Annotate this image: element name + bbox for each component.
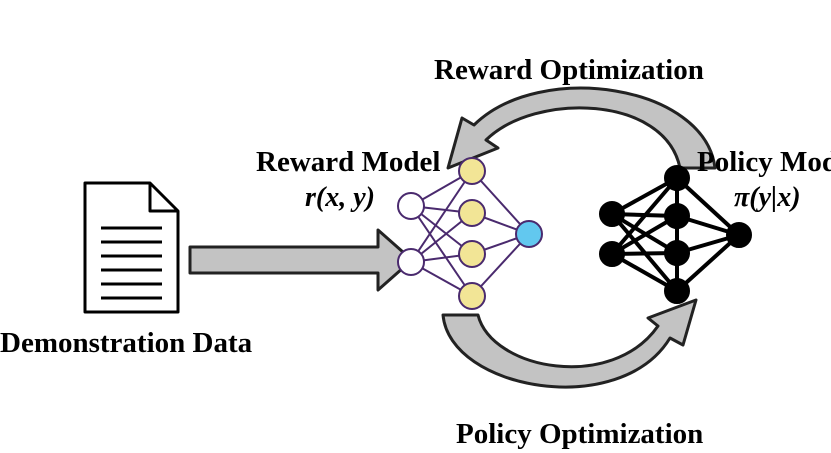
reward-model-formula: r(x, y) <box>305 182 375 213</box>
policy-model-label: Policy Model <box>697 148 831 177</box>
data-flow-arrow <box>188 228 414 292</box>
document-icon <box>83 181 180 314</box>
reward-optimization-label: Reward Optimization <box>434 54 704 86</box>
demonstration-data-label: Demonstration Data <box>0 329 290 358</box>
policy-model-formula: π(y|x) <box>734 184 801 212</box>
neural-network-icon <box>599 165 752 304</box>
policy-optimization-arrow <box>441 298 698 389</box>
policy-optimization-label: Policy Optimization <box>456 418 704 450</box>
reward-model-label: Reward Model <box>256 146 441 178</box>
demonstration-data-text: Demonstration Data <box>0 329 253 358</box>
neural-network-icon <box>397 157 543 310</box>
reward-optimization-arrow <box>446 86 717 170</box>
